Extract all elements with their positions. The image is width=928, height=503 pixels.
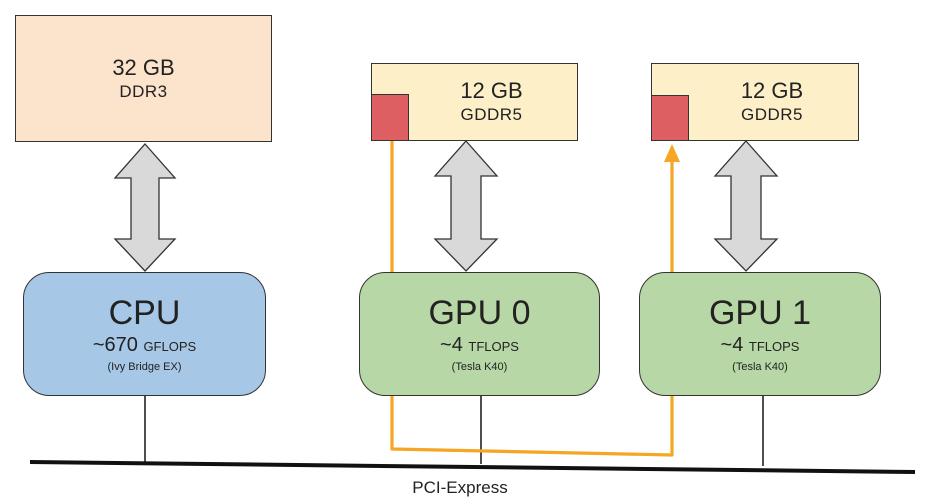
gpu1-performance: ~4 TFLOPS (721, 333, 800, 359)
gpu1-data-block (651, 95, 689, 141)
gpu0-name: GPU 0 (428, 294, 531, 332)
cpu-memory-link-arrow (113, 143, 177, 272)
gpu0-memory-link-arrow (433, 140, 499, 272)
gpu0-memory-type: GDDR5 (460, 105, 523, 124)
cpu-name: CPU (108, 294, 181, 332)
cpu-perf-value: ~670 (92, 334, 138, 356)
gpu1-memory-size: 12 GB (740, 78, 804, 103)
gpu1-memory-type: GDDR5 (740, 105, 803, 124)
cpu-performance: ~670 GFLOPS (93, 333, 196, 359)
system-memory-size: 32 GB (112, 54, 175, 80)
gpu0-box: GPU 0 ~4 TFLOPS (Tesla K40) (359, 272, 600, 396)
cpu-perf-unit: GFLOPS (143, 339, 197, 354)
gpu1-name: GPU 1 (708, 294, 812, 332)
gpu1-perf-unit: TFLOPS (748, 339, 800, 354)
system-memory-box: 32 GB DDR3 (15, 15, 272, 142)
transfer-arrowhead-icon (664, 144, 680, 162)
gpu0-perf-value: ~4 (440, 334, 463, 356)
gpu1-model: (Tesla K40) (732, 361, 788, 373)
gpu1-memory-box: 12 GB GDDR5 (651, 63, 859, 141)
gpu1-box: GPU 1 ~4 TFLOPS (Tesla K40) (639, 272, 881, 396)
cpu-box: CPU ~670 GFLOPS (Ivy Bridge EX) (23, 272, 266, 396)
system-memory-type: DDR3 (119, 81, 168, 101)
bus-label: PCI-Express (412, 478, 508, 497)
gpu0-model: (Tesla K40) (451, 361, 508, 373)
gpu0-performance: ~4 TFLOPS (440, 333, 519, 359)
gpu0-data-block (371, 94, 409, 141)
gpu0-perf-unit: TFLOPS (468, 339, 519, 354)
gpu0-memory-size: 12 GB (460, 78, 523, 103)
gpu1-perf-value: ~4 (720, 334, 744, 356)
cpu-model: (Ivy Bridge EX) (107, 361, 182, 373)
pci-express-bus (29, 460, 916, 474)
gpu1-memory-link-arrow (713, 140, 779, 272)
